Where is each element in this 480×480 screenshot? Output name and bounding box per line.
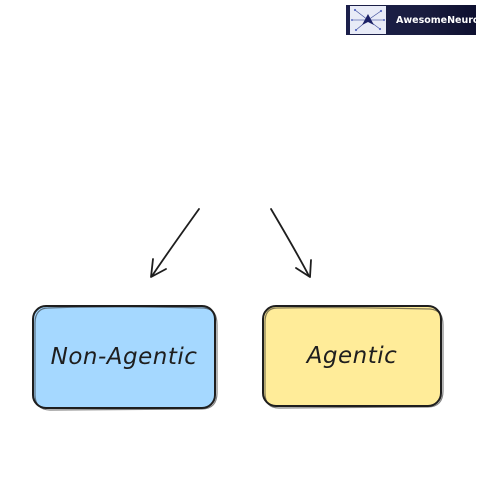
sketch-outline bbox=[264, 306, 444, 409]
brand-logo: AwesomeNeuron bbox=[346, 5, 476, 35]
brand-name: AwesomeNeuron bbox=[396, 14, 476, 26]
node-non-agentic: Non-Agentic bbox=[32, 305, 218, 411]
arrow-to-agentic bbox=[270, 208, 312, 278]
node-agentic: Agentic bbox=[262, 305, 444, 409]
node-label: Agentic bbox=[306, 343, 398, 369]
sketch-outline bbox=[34, 306, 218, 411]
node-label: Non-Agentic bbox=[50, 344, 198, 370]
arrow-to-non-agentic bbox=[150, 208, 200, 278]
neuron-network-icon bbox=[350, 6, 386, 34]
